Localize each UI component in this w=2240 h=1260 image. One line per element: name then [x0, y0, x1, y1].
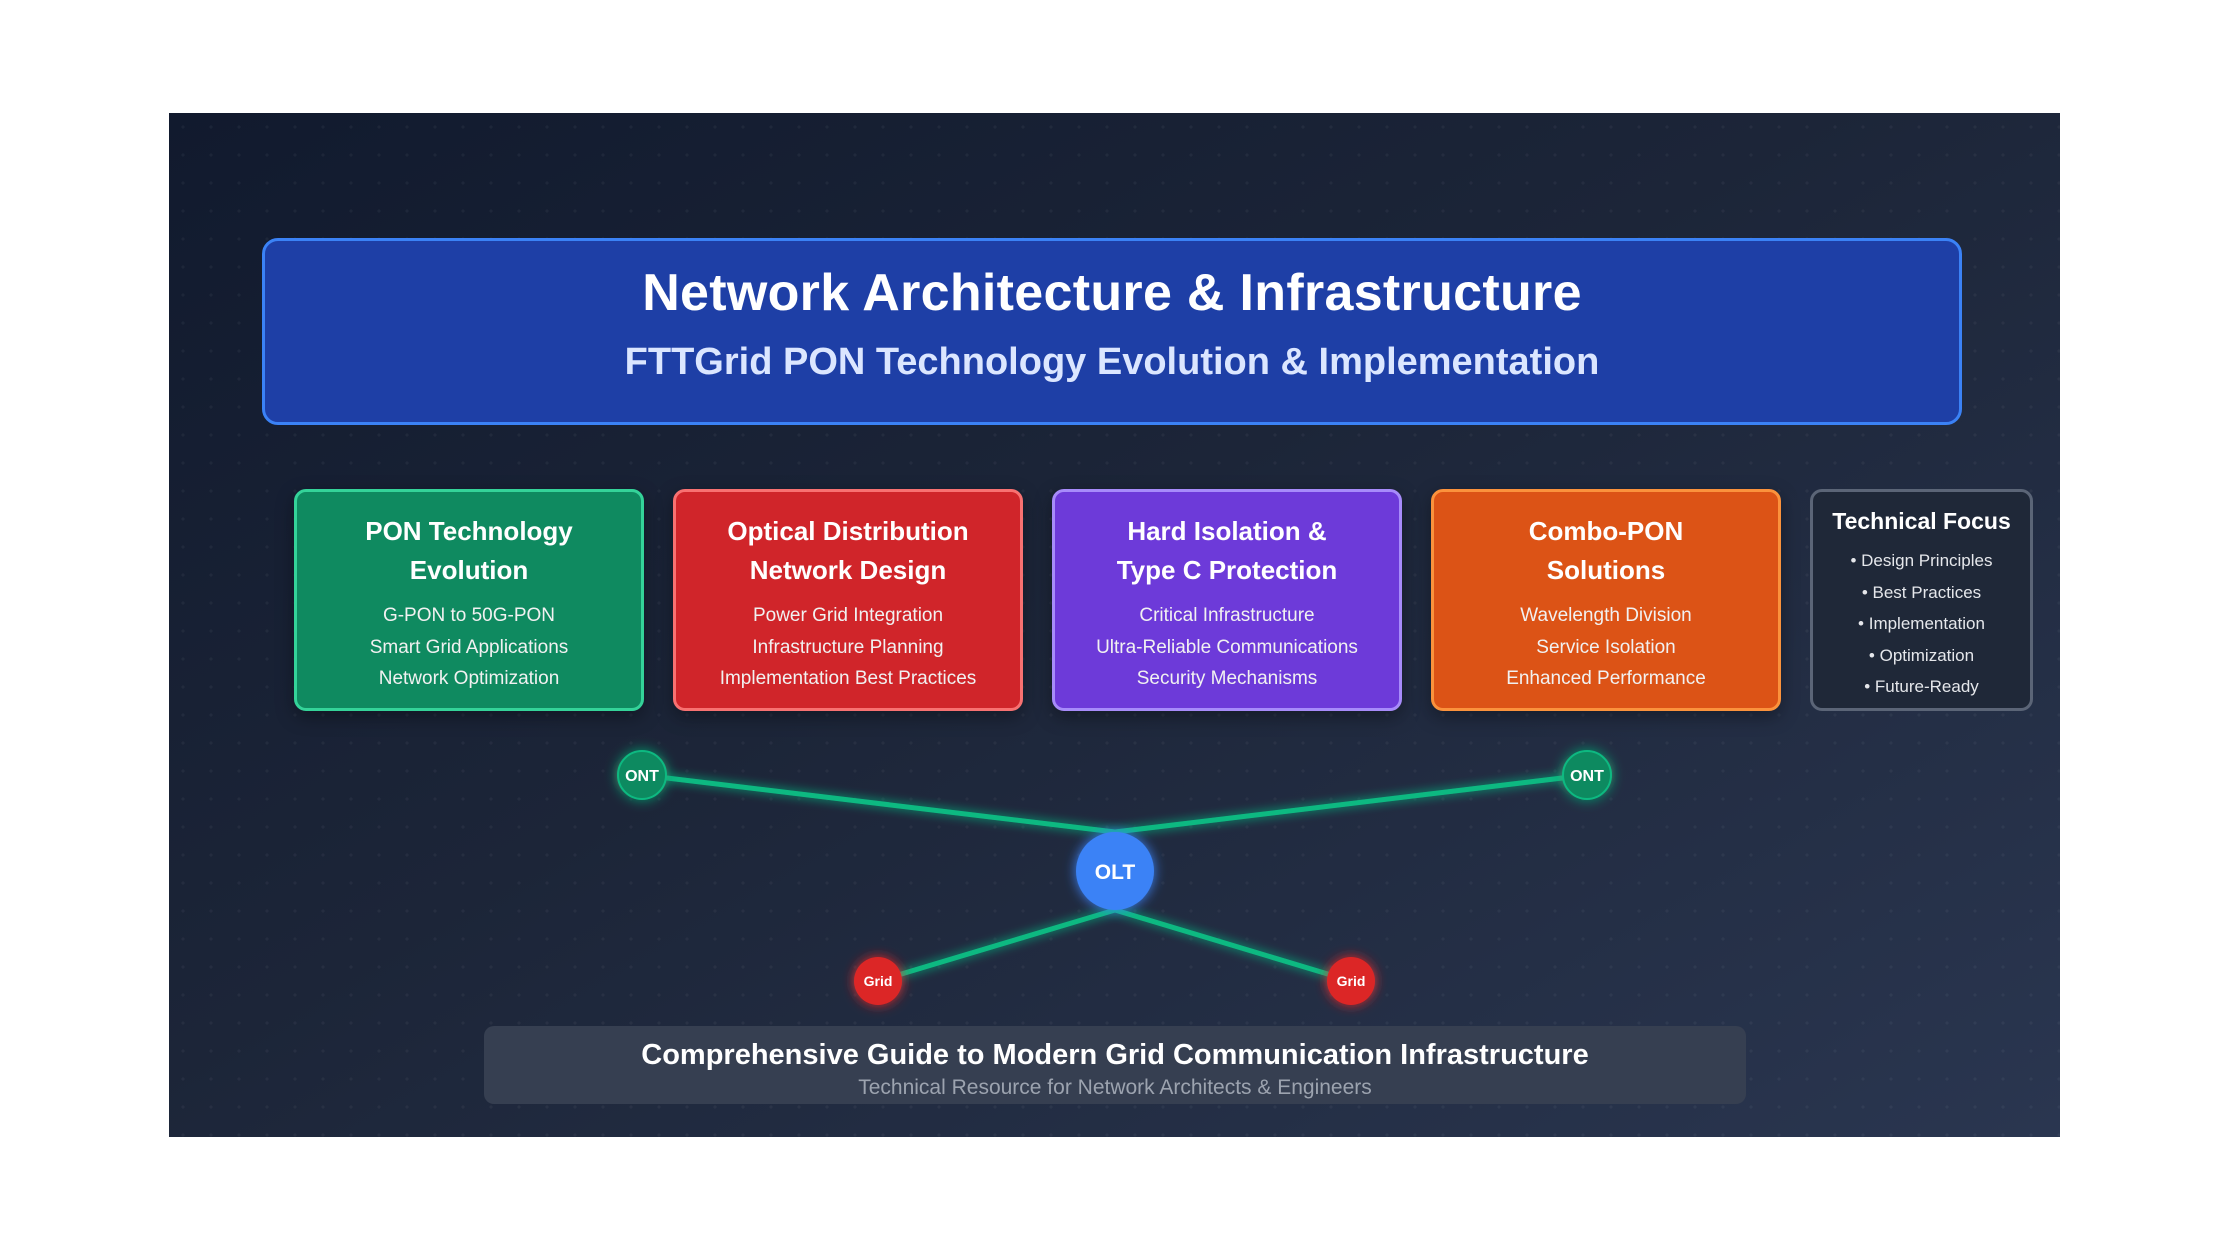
footer-subtitle: Technical Resource for Network Architect… — [858, 1076, 1372, 1099]
link-grid-left — [877, 907, 1116, 984]
card-optical-distribution-network-design: Optical Distribution Network Design Powe… — [673, 489, 1023, 711]
card-line: Smart Grid Applications — [369, 636, 569, 658]
focus-item: • Best Practices — [1861, 582, 1982, 602]
card-line: Critical Infrastructure — [1139, 605, 1315, 626]
card-line: Infrastructure Planning — [752, 636, 944, 658]
page-title: Network Architecture & Infrastructure — [642, 264, 1582, 322]
network-links — [641, 772, 1588, 984]
card-line: Wavelength Division — [1520, 605, 1692, 626]
card-line: Enhanced Performance — [1506, 668, 1706, 689]
technical-focus-panel: Technical Focus • Design Principles • Be… — [1810, 489, 2033, 711]
ont-node-right: ONT — [1562, 750, 1612, 800]
footer-title: Comprehensive Guide to Modern Grid Commu… — [641, 1039, 1589, 1071]
card-pon-technology-evolution: PON Technology Evolution G-PON to 50G-PO… — [294, 489, 644, 711]
svg-text:ONT: ONT — [625, 768, 659, 785]
svg-text:OLT: OLT — [1095, 861, 1136, 884]
focus-title: Technical Focus — [1832, 508, 2011, 534]
card-line: Network Optimization — [378, 668, 560, 689]
card-title: Combo-PON Solutions — [1528, 516, 1684, 585]
link-grid-right — [1114, 907, 1352, 984]
page-subtitle: FTTGrid PON Technology Evolution & Imple… — [624, 341, 1600, 383]
card-title: Hard Isolation & Type C Protection — [1116, 516, 1338, 585]
grid-node-right: Grid — [1327, 957, 1375, 1005]
focus-item: • Design Principles — [1850, 551, 1993, 570]
focus-item: • Optimization — [1868, 645, 1975, 665]
card-line: Implementation Best Practices — [719, 668, 977, 689]
svg-text:Grid: Grid — [1337, 973, 1366, 989]
footer-banner: Comprehensive Guide to Modern Grid Commu… — [484, 1026, 1746, 1104]
header-banner: Network Architecture & Infrastructure FT… — [262, 238, 1962, 425]
network-topology: ONT ONT OLT Grid Grid — [617, 750, 1612, 1005]
link-ont-right — [1114, 772, 1588, 835]
card-combo-pon-solutions: Combo-PON Solutions Wavelength Division … — [1431, 489, 1781, 711]
diagram-canvas: Network Architecture & Infrastructure FT… — [169, 113, 2060, 1137]
card-line: Security Mechanisms — [1136, 668, 1318, 689]
grid-node-left: Grid — [854, 957, 902, 1005]
svg-text:ONT: ONT — [1570, 768, 1604, 785]
card-line: G-PON to 50G-PON — [382, 605, 556, 626]
focus-item: • Future-Ready — [1864, 677, 1979, 696]
card-title: Optical Distribution Network Design — [727, 516, 969, 585]
link-ont-left — [641, 772, 1116, 835]
card-line: Power Grid Integration — [752, 605, 944, 626]
card-line: Service Isolation — [1536, 636, 1676, 658]
ont-node-left: ONT — [617, 750, 667, 800]
focus-item: • Implementation — [1858, 614, 1985, 633]
svg-text:Grid: Grid — [864, 973, 893, 989]
card-line: Ultra-Reliable Communications — [1096, 636, 1358, 658]
card-hard-isolation-type-c-protection: Hard Isolation & Type C Protection Criti… — [1052, 489, 1402, 711]
card-title: PON Technology Evolution — [365, 516, 573, 585]
olt-node: OLT — [1076, 832, 1154, 910]
